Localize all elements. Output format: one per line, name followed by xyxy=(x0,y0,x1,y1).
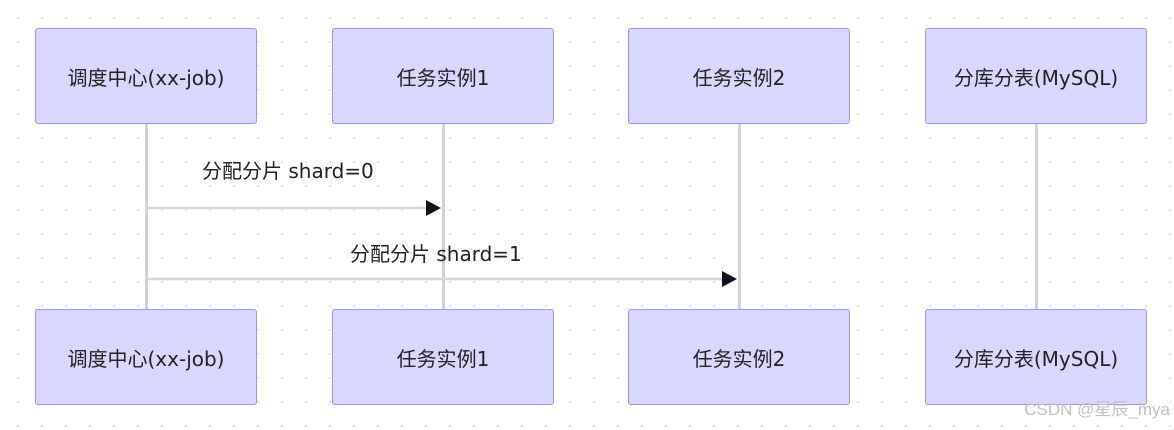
actor-label: 任务实例2 xyxy=(692,65,786,90)
actor-label: 调度中心(xx-job) xyxy=(67,65,225,90)
actor-top-task2: 任务实例2 xyxy=(628,28,850,124)
actor-label: 调度中心(xx-job) xyxy=(67,346,225,371)
lifeline-scheduler xyxy=(145,124,148,310)
actor-bottom-db: 分库分表(MySQL) xyxy=(925,309,1147,405)
arrowhead-shard0 xyxy=(426,200,441,216)
actor-bottom-scheduler: 调度中心(xx-job) xyxy=(35,309,257,405)
actor-label: 分库分表(MySQL) xyxy=(953,346,1119,371)
actor-bottom-task2: 任务实例2 xyxy=(628,309,850,405)
lifeline-task1 xyxy=(442,124,445,310)
lifeline-task2 xyxy=(738,124,741,310)
actor-label: 任务实例2 xyxy=(692,346,786,371)
actor-top-db: 分库分表(MySQL) xyxy=(925,28,1147,124)
arrowhead-shard1 xyxy=(722,271,737,287)
actor-bottom-task1: 任务实例1 xyxy=(332,309,554,405)
actor-label: 任务实例1 xyxy=(396,346,490,371)
message-label-shard1: 分配分片 shard=1 xyxy=(350,242,522,266)
lifeline-db xyxy=(1035,124,1038,310)
watermark-text: CSDN @星辰_mya xyxy=(1024,400,1170,419)
message-label-shard0: 分配分片 shard=0 xyxy=(202,159,374,183)
actor-label: 任务实例1 xyxy=(396,65,490,90)
actor-top-scheduler: 调度中心(xx-job) xyxy=(35,28,257,124)
actor-label: 分库分表(MySQL) xyxy=(953,65,1119,90)
actor-top-task1: 任务实例1 xyxy=(332,28,554,124)
